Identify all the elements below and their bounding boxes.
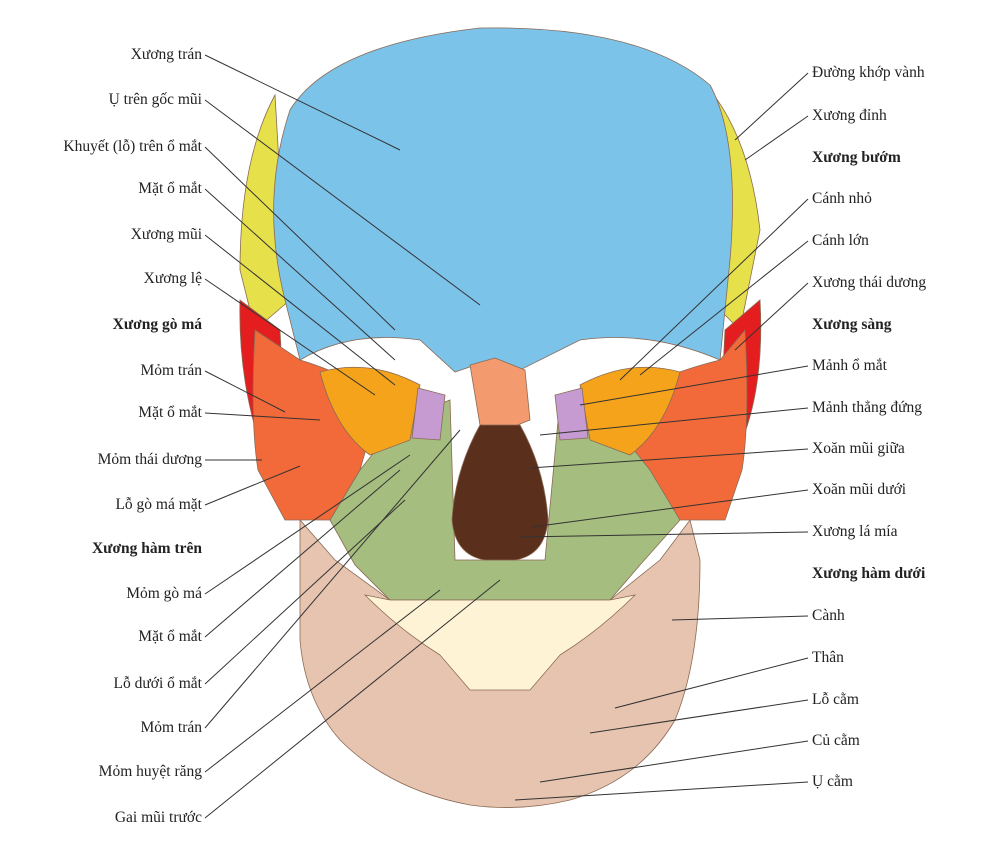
- label-gai-mui-truoc: Gai mũi trước: [114, 809, 202, 826]
- duong-khop-vanh-leader-line: [734, 72, 809, 141]
- label-xuong-le: Xương lệ: [143, 270, 202, 287]
- label-mom-go-ma: Mỏm gò má: [126, 585, 202, 602]
- label-xuong-la-mia: Xương lá mía: [812, 523, 898, 540]
- mom-go-ma-leader-line: [204, 454, 411, 595]
- label-duong-khop-vanh: Đường khớp vành: [812, 64, 925, 81]
- label-xuong-tran: Xương trán: [130, 46, 202, 63]
- ethmoid-right-shape: [554, 387, 589, 441]
- u-tren-goc-mui-leader-line: [204, 99, 481, 306]
- canh-leader-line: [671, 615, 809, 621]
- lo-go-ma-mat-leader-line: [204, 465, 301, 506]
- label-xuong-ham-tren: Xương hàm trên: [91, 540, 202, 557]
- canh-nho-leader-line: [619, 198, 809, 381]
- mom-tran-2-leader-line: [204, 429, 461, 729]
- xuong-thai-duong-leader-line: [734, 282, 809, 351]
- label-canh: Cành: [812, 607, 845, 624]
- label-mom-tran-1: Mỏm trán: [140, 362, 202, 379]
- label-mom-huyet-rang: Mỏm huyệt răng: [98, 763, 202, 780]
- manh-thang-dung-leader-line: [539, 407, 809, 436]
- ethmoid-left-shape: [411, 387, 446, 441]
- label-xuong-ham-duoi: Xương hàm dưới: [812, 565, 926, 582]
- xuong-le-leader-line: [204, 278, 376, 396]
- xuong-tran-leader-line: [204, 54, 401, 151]
- lo-duoi-o-mat-leader-line: [204, 499, 406, 685]
- xuong-mui-leader-line: [204, 234, 396, 386]
- xuong-la-mia-leader-line: [519, 531, 809, 538]
- label-u-cam: Ụ cằm: [812, 773, 853, 790]
- label-mom-tran-2: Mỏm trán: [140, 719, 202, 736]
- xoan-mui-giua-leader-line: [529, 448, 809, 469]
- label-khuyet-tren-o-mat: Khuyết (lỗ) trên ổ mắt: [63, 138, 202, 155]
- than-leader-line: [614, 657, 809, 709]
- label-xuong-mui: Xương mũi: [130, 226, 202, 243]
- teeth-shape: [363, 594, 637, 691]
- mom-huyet-rang-leader-line: [204, 589, 441, 773]
- sphenoid-left-shape: [319, 366, 421, 456]
- sphenoid-right-shape: [579, 366, 681, 456]
- canh-lon-leader-line: [639, 240, 809, 376]
- frontal-bone-shape: [273, 27, 733, 373]
- label-lo-go-ma-mat: Lỗ gò má mặt: [115, 496, 202, 513]
- leader-lines: [204, 54, 809, 819]
- label-xuong-thai-duong: Xương thái dương: [812, 274, 927, 291]
- label-manh-thang-dung: Mảnh thẳng đứng: [812, 399, 922, 416]
- lo-cam-leader-line: [589, 699, 809, 734]
- label-u-tren-goc-mui: Ụ trên gốc mũi: [108, 91, 202, 108]
- mat-o-mat-2-leader-line: [204, 412, 321, 421]
- label-mat-o-mat-2: Mặt ổ mắt: [138, 404, 202, 421]
- label-manh-o-mat: Mảnh ổ mắt: [812, 357, 887, 374]
- label-canh-lon: Cánh lớn: [812, 232, 869, 249]
- u-cam-leader-line: [514, 781, 809, 801]
- mom-tran-1-leader-line: [204, 370, 286, 413]
- label-lo-cam: Lỗ cằm: [812, 691, 859, 708]
- nasal-bone-shape: [469, 357, 531, 431]
- label-xuong-buom: Xương bướm: [812, 149, 901, 166]
- label-canh-nho: Cánh nhỏ: [812, 190, 872, 207]
- gai-mui-truoc-leader-line: [204, 579, 501, 819]
- khuyet-tren-o-mat-leader-line: [204, 146, 396, 331]
- label-xuong-go-ma: Xương gò má: [112, 316, 202, 333]
- mat-o-mat-1-leader-line: [204, 188, 396, 361]
- label-lo-duoi-o-mat: Lỗ dưới ổ mắt: [113, 675, 203, 692]
- label-xoan-mui-duoi: Xoăn mũi dưới: [812, 481, 907, 498]
- mat-o-mat-3-leader-line: [204, 469, 401, 638]
- xoan-mui-duoi-leader-line: [531, 489, 809, 528]
- manh-o-mat-leader-line: [579, 365, 809, 406]
- label-xoan-mui-giua: Xoăn mũi giữa: [812, 440, 905, 457]
- label-xuong-sang: Xương sàng: [812, 316, 892, 333]
- label-than: Thân: [812, 649, 844, 666]
- label-mat-o-mat-1: Mặt ổ mắt: [138, 180, 202, 197]
- xuong-dinh-leader-line: [744, 115, 809, 161]
- label-cu-cam: Củ cằm: [812, 732, 860, 749]
- cu-cam-leader-line: [539, 740, 809, 783]
- nasal-cavity-shape: [451, 424, 549, 561]
- label-mat-o-mat-3: Mặt ổ mắt: [138, 628, 202, 645]
- label-mom-thai-duong: Mỏm thái dương: [97, 451, 202, 468]
- label-xuong-dinh: Xương đỉnh: [812, 107, 887, 124]
